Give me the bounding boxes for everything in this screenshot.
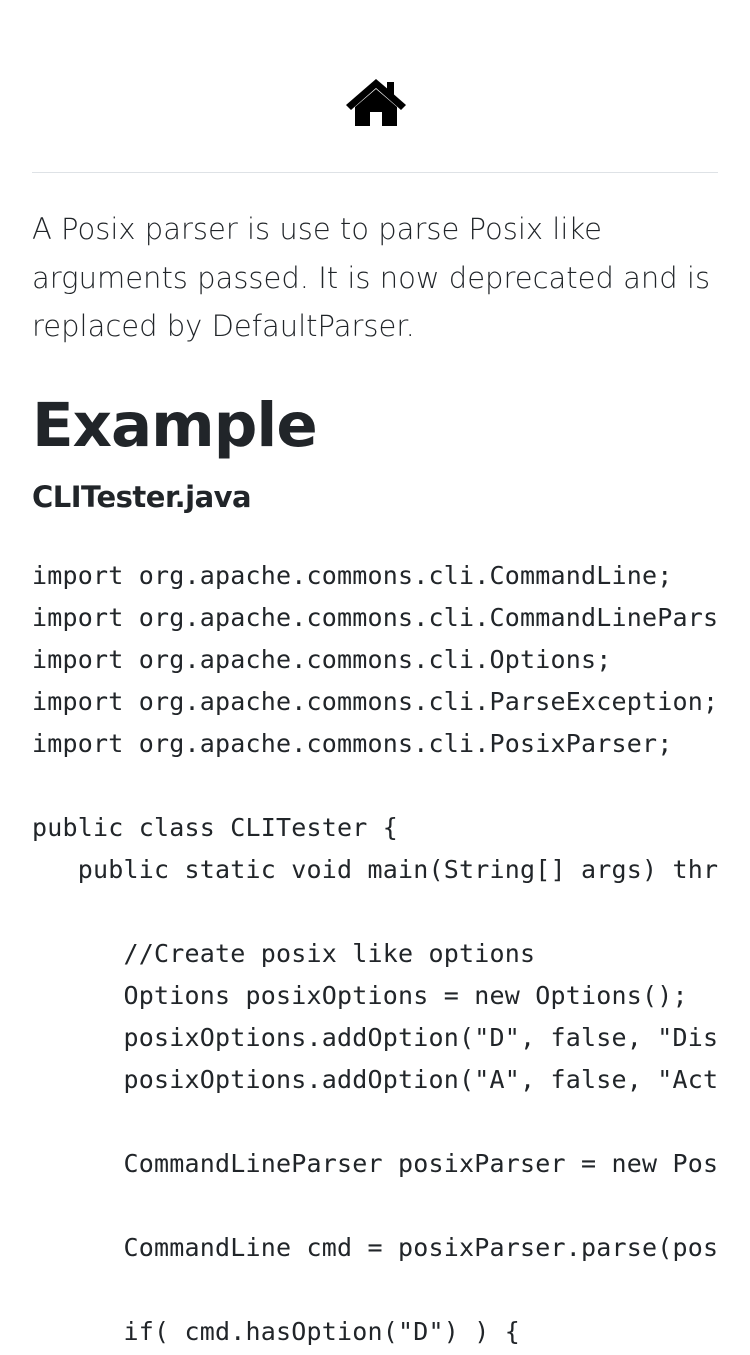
code-line: import org.apache.commons.cli.Options; [32, 645, 612, 674]
code-line [32, 765, 718, 807]
code-line: //Create posix like options [32, 939, 536, 968]
code-line [32, 1185, 718, 1227]
code-block: import org.apache.commons.cli.CommandLin… [32, 555, 718, 1355]
code-line: public static void main(String[] args) t… [32, 855, 718, 884]
code-line: if( cmd.hasOption("D") ) { [32, 1317, 521, 1346]
code-line: Options posixOptions = new Options(); [32, 981, 688, 1010]
code-line [32, 1269, 718, 1311]
header-divider [32, 172, 718, 173]
home-icon [346, 79, 406, 126]
code-line: CommandLineParser posixParser = new Pos [32, 1149, 719, 1178]
code-line: public class CLITester { [32, 813, 399, 842]
code-line: import org.apache.commons.cli.ParseExcep… [32, 687, 718, 716]
code-line: import org.apache.commons.cli.CommandLin… [32, 561, 673, 590]
code-line: CommandLine cmd = posixParser.parse(pos [32, 1233, 719, 1262]
code-line [32, 891, 718, 933]
code-line [32, 1101, 718, 1143]
home-button[interactable] [344, 76, 408, 128]
example-heading: Example [32, 389, 318, 461]
page-header [0, 0, 750, 172]
code-line: posixOptions.addOption("D", false, "Dis [32, 1023, 719, 1052]
article-content: A Posix parser is use to parse Posix lik… [32, 205, 718, 519]
code-line: posixOptions.addOption("A", false, "Act [32, 1065, 719, 1094]
code-line: import org.apache.commons.cli.PosixParse… [32, 729, 673, 758]
code-line: import org.apache.commons.cli.CommandLin… [32, 603, 718, 632]
file-name-heading: CLITester.java [32, 479, 252, 514]
intro-paragraph: A Posix parser is use to parse Posix lik… [32, 212, 711, 343]
